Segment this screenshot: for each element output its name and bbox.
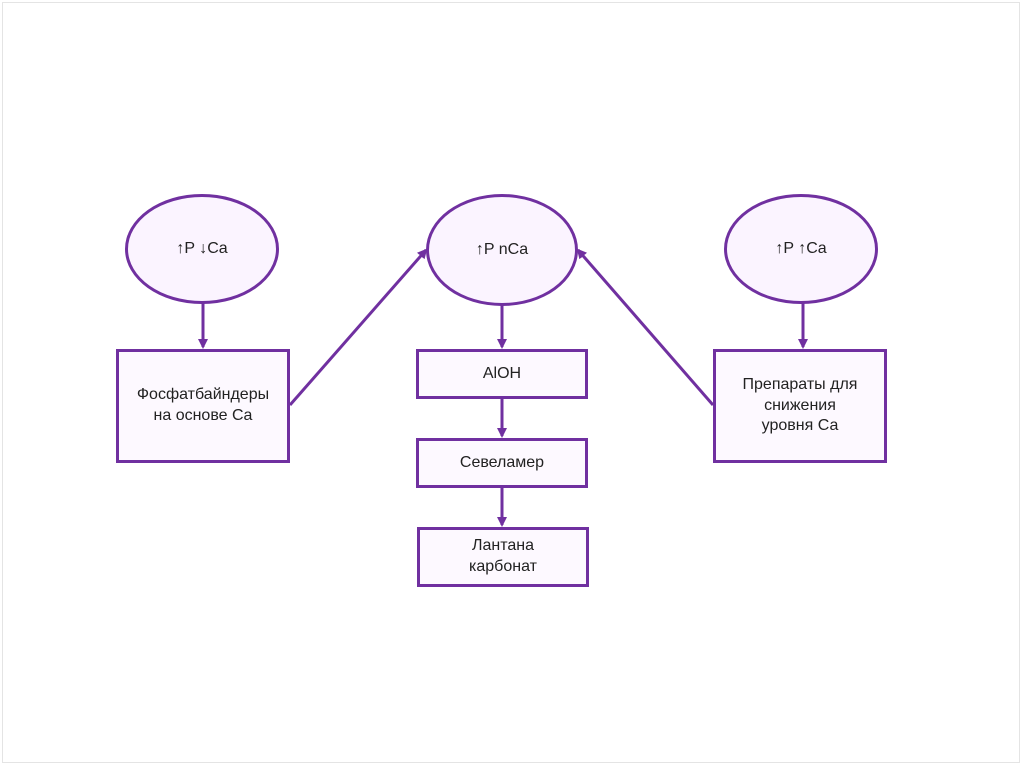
box-sevelamer-label: Севеламер [459,453,545,471]
box-sevelamer: Севеламер [416,438,588,488]
arrow-right-to-center [576,248,715,406]
box-calcium-binders: Фосфатбайндеры на основе Ca [116,349,290,463]
box-aloh-label: AlOH [482,364,522,382]
ellipse-right: ↑P ↑Ca [724,194,878,304]
box-calcium-lowering-drugs-label: Препараты для снижения уровня Са [742,375,858,435]
ellipse-left: ↑P ↓Ca [125,194,279,304]
box-lanthanum-carbonate-label: Лантана карбонат [469,537,537,575]
ellipse-center-label: ↑P nCa [475,240,529,258]
arrow-left-to-center [288,248,428,406]
ellipse-center: ↑P nCa [426,194,578,306]
ellipse-left-label: ↑P ↓Ca [176,239,228,257]
box-aloh: AlOH [416,349,588,399]
ellipse-right-label: ↑P ↑Ca [775,239,827,257]
box-lanthanum-carbonate: Лантана карбонат [417,527,589,587]
box-calcium-lowering-drugs: Препараты для снижения уровня Са [713,349,887,463]
box-calcium-binders-label: Фосфатбайндеры на основе Ca [136,386,270,424]
